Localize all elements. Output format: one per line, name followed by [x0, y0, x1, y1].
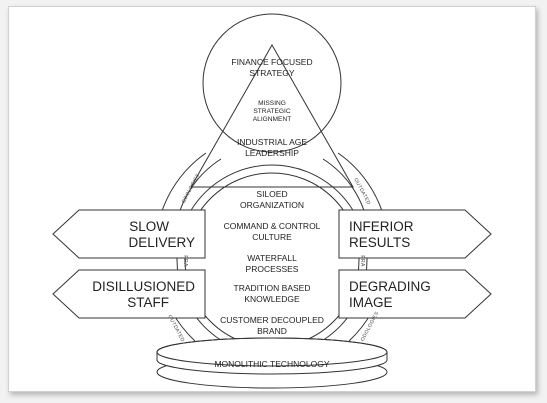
arrow-label-staff: STAFF — [127, 295, 169, 310]
apex-sub-2: STRATEGIC — [253, 108, 290, 115]
arrow-label-disillusioned: DISILLUSIONED — [92, 279, 195, 294]
band-label-right-mid: PRA — [359, 255, 365, 267]
apex-triangle — [190, 43, 354, 188]
arrow-degrading-image — [338, 269, 492, 319]
center-item-1b: ORGANIZATION — [240, 200, 304, 210]
apex-leadership-1: INDUSTRIAL AGE — [237, 137, 307, 147]
apex-sub-3: ALIGNMENT — [253, 116, 291, 123]
center-item-2b: CULTURE — [252, 232, 292, 242]
arrow-label-inferior: INFERIOR — [349, 219, 414, 234]
center-item-4b: KNOWLEDGE — [244, 294, 300, 304]
center-item-4a: TRADITION BASED — [234, 283, 311, 293]
apex-sub-1: MISSING — [258, 100, 286, 107]
base-platform — [156, 337, 388, 389]
base-label: MONOLITHIC TECHNOLOGY — [214, 359, 329, 369]
arrow-label-image: IMAGE — [349, 295, 393, 310]
arrow-label-delivery: DELIVERY — [128, 235, 195, 250]
apex-leadership-2: LEADERSHIP — [245, 148, 299, 158]
organization-diagram: FINANCE FOCUSED STRATEGY MISSING STRATEG… — [52, 13, 492, 389]
arrow-label-degrading: DEGRADING — [349, 279, 431, 294]
arrow-label-slow: SLOW — [129, 219, 169, 234]
center-item-1a: SILOED — [256, 189, 287, 199]
center-item-5a: CUSTOMER DECOUPLED — [220, 315, 324, 325]
center-item-3b: PROCESSES — [246, 264, 299, 274]
center-item-2a: COMMAND & CONTROL — [224, 221, 321, 231]
arrow-inferior-results — [338, 209, 492, 259]
center-item-3a: WATERFALL — [247, 253, 297, 263]
arrow-slow-delivery — [52, 209, 206, 259]
apex-circle — [202, 13, 342, 153]
apex-title-2: STRATEGY — [249, 68, 295, 78]
apex-title-1: FINANCE FOCUSED — [231, 57, 312, 67]
arrow-label-results: RESULTS — [349, 235, 410, 250]
arrow-disillusioned-staff — [52, 269, 206, 319]
diagram-frame: FINANCE FOCUSED STRATEGY MISSING STRATEG… — [8, 6, 536, 392]
center-item-5b: BRAND — [257, 326, 287, 336]
band-label-left-mid: PRA — [182, 255, 188, 267]
